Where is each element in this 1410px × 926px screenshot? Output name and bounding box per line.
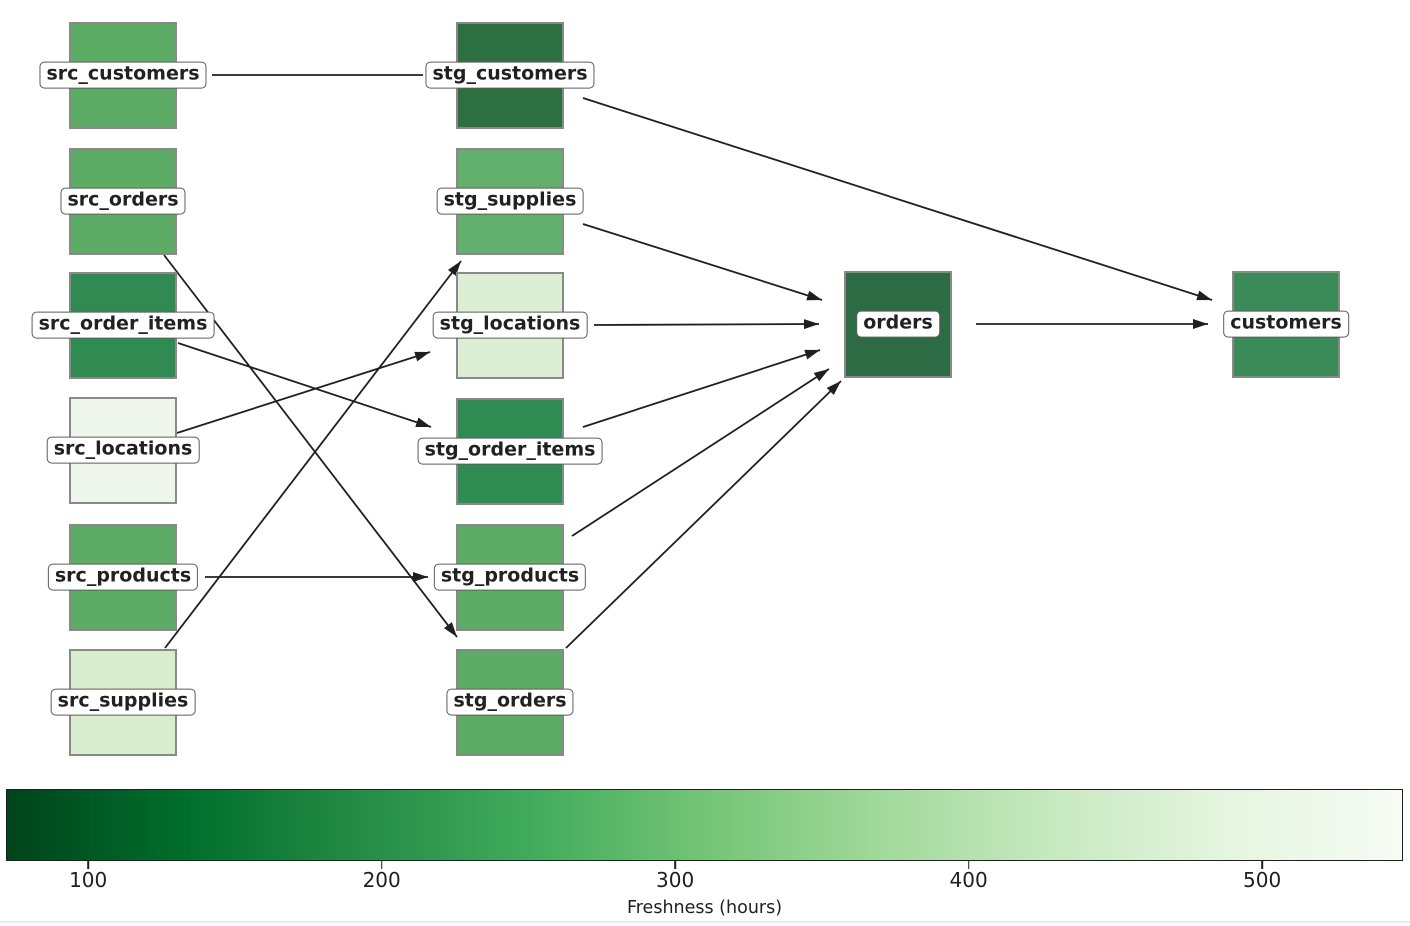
edge-stg_supplies-to-orders <box>582 223 823 301</box>
edge-src_supplies-to-stg_supplies <box>164 260 462 649</box>
edge-group <box>163 74 1213 649</box>
figure-bottom-edge <box>0 921 1410 923</box>
edge-stg_locations-to-orders <box>593 319 820 330</box>
edge-stg_customers-to-customers <box>582 97 1213 301</box>
edge-src_order_items-to-stg_order_items <box>177 342 432 428</box>
edge-src_orders-to-stg_orders <box>163 254 458 638</box>
edge-stg_order_items-to-orders <box>582 349 821 428</box>
edge-stg_orders-to-orders <box>565 380 842 649</box>
edge-src_locations-to-stg_locations <box>176 351 431 434</box>
edge-stg_products-to-orders <box>571 368 830 537</box>
